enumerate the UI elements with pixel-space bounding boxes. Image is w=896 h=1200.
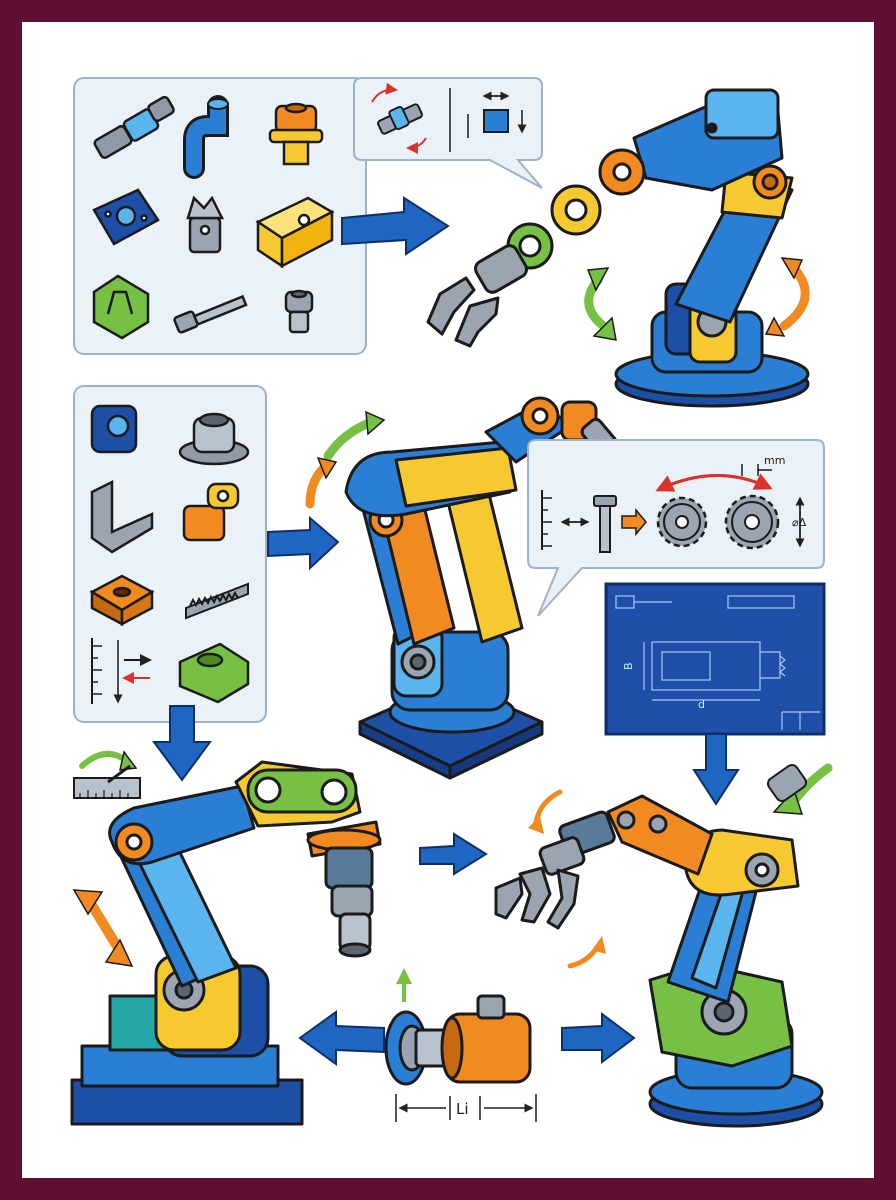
gear-rack-icon (185, 582, 249, 620)
ruler-icon (91, 638, 152, 704)
bolt-icon (173, 294, 248, 334)
coupling-icon (384, 994, 532, 1086)
parts-panel-top (73, 77, 367, 355)
robot-arm-bottom-right (494, 794, 824, 1128)
rotate-arrow-orange-4 (533, 789, 563, 825)
flow-arrow-middle-right (419, 832, 488, 876)
rect-block-icon (255, 196, 335, 269)
blueprint-b-label: B (622, 662, 635, 670)
universal-joint-icon (93, 95, 175, 159)
ruler-icon (541, 490, 590, 550)
flow-arrow-1 (341, 196, 450, 256)
illustration-canvas: mm ⌀Δ B d (22, 22, 874, 1178)
l-bracket-icon (90, 479, 154, 554)
angle-bracket-icon (92, 274, 150, 340)
blueprint-d-label: d (698, 698, 705, 711)
swing-arrow-orange-3 (85, 897, 123, 953)
pipe-elbow-icon (183, 95, 229, 179)
callout-bubble-measure: mm ⌀Δ (527, 439, 825, 617)
protractor-icon (73, 750, 141, 799)
flow-arrow-blueprint-down (692, 733, 740, 806)
robot-arm-center (344, 396, 634, 780)
square-nut-icon (89, 574, 155, 627)
flow-arrow-right-bottom (561, 1012, 636, 1064)
parts-panel-middle (73, 385, 267, 723)
gear-icon (656, 496, 708, 548)
nut-icon (284, 289, 314, 334)
pillow-block-icon (90, 404, 138, 454)
flow-arrow-2 (267, 515, 340, 571)
flange-mount-icon (178, 412, 250, 466)
callout-bubble-top (353, 77, 543, 189)
blueprint-panel: B d (604, 582, 826, 736)
coupling-rotate-icon (377, 103, 423, 135)
robot-arms-diagram: mm ⌀Δ B d (70, 77, 833, 1128)
robot-arm-bottom-left (70, 760, 382, 1126)
offset-block-icon (178, 642, 250, 704)
hinge-icon (182, 482, 240, 542)
gear-icon (724, 494, 780, 550)
robot-arm-top (426, 88, 810, 408)
mounting-plate-icon (92, 188, 160, 246)
diameter-label: ⌀Δ (792, 516, 807, 529)
flow-arrow-down-left (152, 705, 212, 782)
units-mm-label: mm (764, 454, 785, 467)
dimension-square-icon (467, 91, 527, 138)
length-dimension: Li (395, 1094, 537, 1122)
coupling-insert-icon (766, 763, 833, 815)
bolt-icon (593, 495, 617, 553)
flanged-nut-icon (268, 102, 324, 166)
clevis-icon (186, 195, 225, 254)
up-arrow-green-2 (323, 417, 377, 461)
flow-arrow-left-bottom (298, 1010, 385, 1066)
length-label: Li (456, 1100, 469, 1118)
